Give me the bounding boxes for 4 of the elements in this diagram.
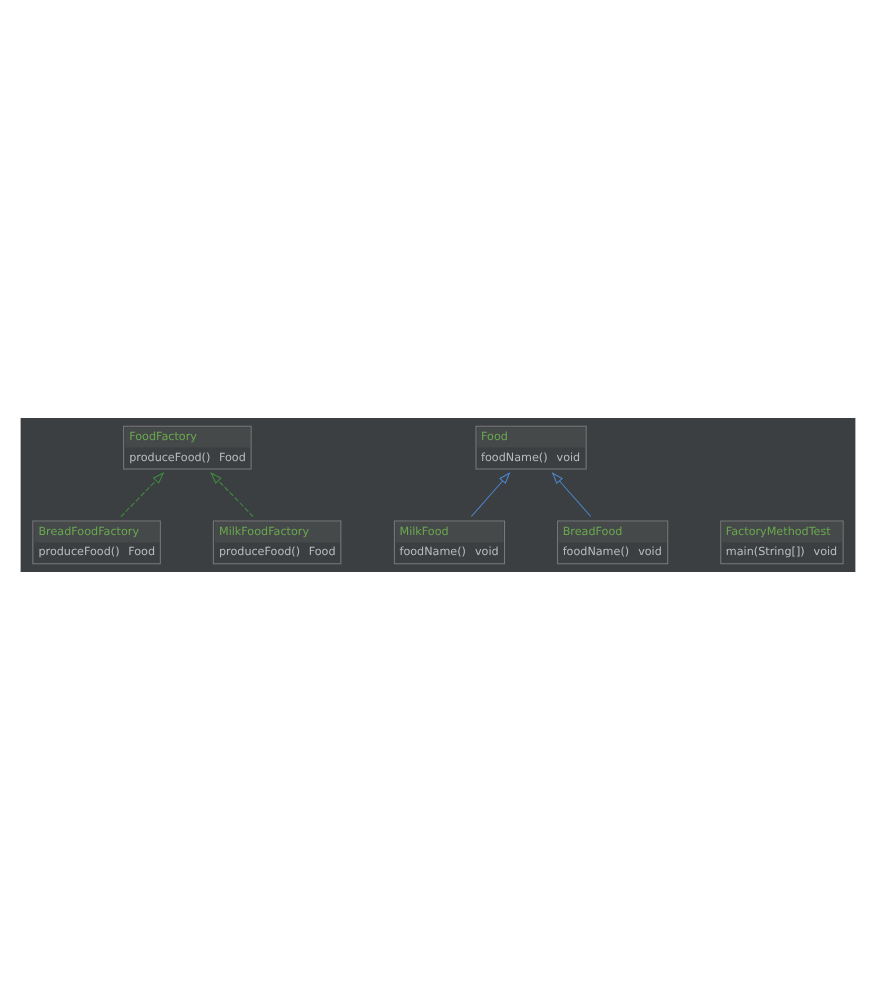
arrow <box>551 472 592 518</box>
arrow <box>470 472 511 518</box>
arrow <box>210 472 254 518</box>
arrow <box>120 472 165 518</box>
